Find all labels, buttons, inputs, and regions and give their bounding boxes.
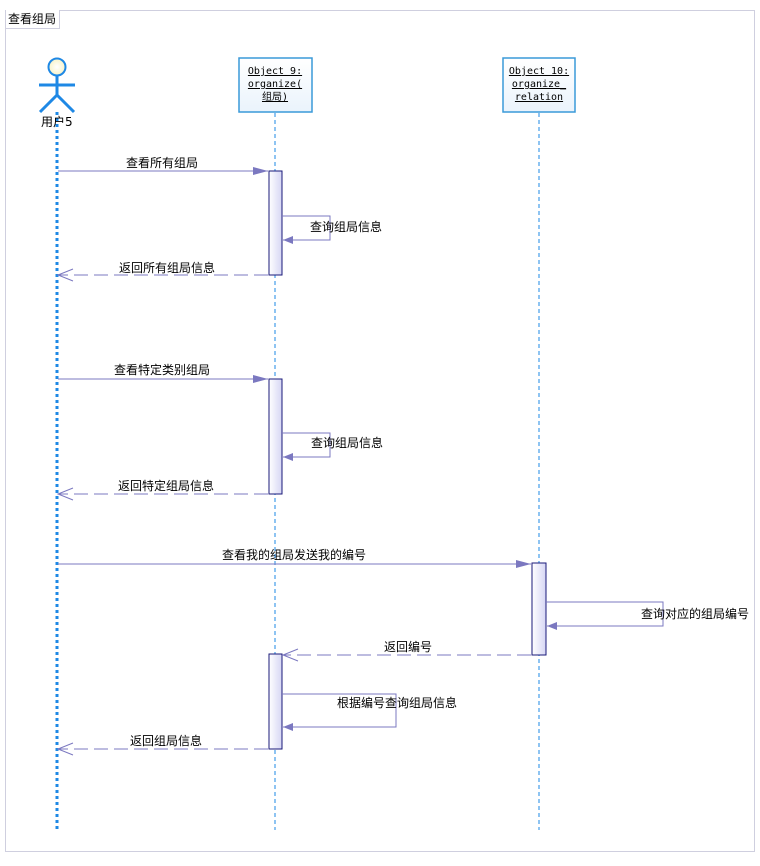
object-10-line-2: organize_ [512,79,567,90]
object-9-box[interactable]: Object 9: organize( 组局) [238,57,313,113]
message-return[interactable]: 返回组局信息 [56,733,268,756]
actor-label: 用户5 [41,114,73,129]
arrowhead-filled-icon [547,622,557,630]
actor-leg-left-icon [38,93,59,114]
object-10-box[interactable]: Object 10: organize_ relation [502,57,576,113]
message-sync[interactable]: 查看我的组局发送我的编号 [58,547,531,568]
actor-leg-right-icon [55,93,76,114]
message-label: 返回特定组局信息 [118,478,214,493]
message-label: 查询组局信息 [311,435,383,450]
actor-user[interactable]: 用户5 [38,57,76,130]
message-label: 返回组局信息 [130,733,202,748]
message-label: 查看我的组局发送我的编号 [222,547,366,562]
message-label: 查询对应的组局编号 [641,606,749,621]
arrowhead-open-icon [281,648,299,662]
arrowhead-open-icon [56,487,74,501]
arrowhead-open-icon [56,268,74,282]
arrowhead-filled-icon [253,375,268,383]
arrowhead-filled-icon [253,167,268,175]
message-label: 根据编号查询组局信息 [337,695,457,710]
activation-bar [268,653,283,750]
message-self[interactable]: 查询组局信息 [282,432,383,461]
message-self[interactable]: 查询组局信息 [282,215,382,244]
activation-bar [268,170,283,276]
arrowhead-filled-icon [283,236,293,244]
message-return[interactable]: 返回所有组局信息 [56,260,268,282]
message-label: 查询组局信息 [310,219,382,234]
message-label: 查看特定类别组局 [114,362,210,377]
message-label: 返回编号 [384,639,432,654]
diagram-frame [5,10,755,852]
message-sync[interactable]: 查看特定类别组局 [58,362,268,383]
object-10-line-1: Object 10: [509,66,569,77]
message-self[interactable]: 查询对应的组局编号 [546,601,749,630]
activation-bar [268,378,283,495]
message-return[interactable]: 返回特定组局信息 [56,478,268,501]
arrowhead-filled-icon [283,723,293,731]
activation-bar [531,562,547,656]
arrowhead-filled-icon [516,560,531,568]
object-9-line-2: organize( [248,79,302,90]
actor-head-icon [47,57,67,77]
object-10-line-3: relation [515,92,563,103]
message-label: 查看所有组局 [126,156,198,170]
message-return[interactable]: 返回编号 [281,639,531,662]
message-label: 返回所有组局信息 [119,260,215,275]
arrowhead-filled-icon [283,453,293,461]
message-sync[interactable]: 查看所有组局 [58,156,268,175]
object-9-line-3: 组局) [262,90,288,103]
frame-title: 查看组局 [6,10,61,29]
object-9-line-1: Object 9: [248,66,302,77]
message-self[interactable]: 根据编号查询组局信息 [282,693,457,731]
arrowhead-open-icon [56,742,74,756]
